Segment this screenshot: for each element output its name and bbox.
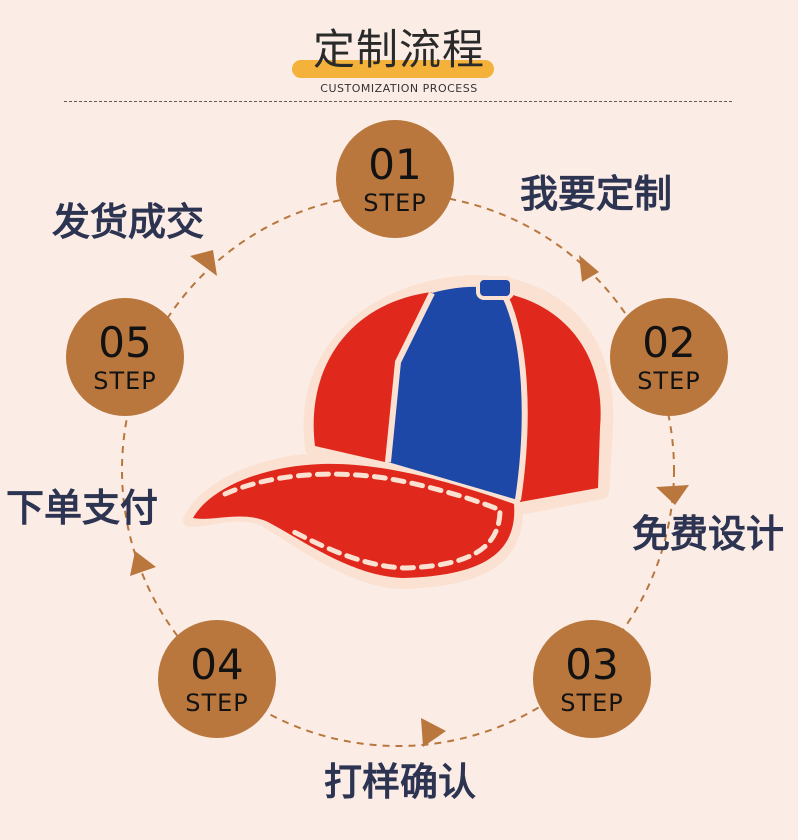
arrow-icon xyxy=(130,551,156,576)
page-subtitle: CUSTOMIZATION PROCESS xyxy=(320,82,478,95)
arrow-icon xyxy=(421,718,446,747)
header-divider xyxy=(64,101,732,102)
step-circle-03: 03 STEP xyxy=(533,620,651,738)
step-number: 04 xyxy=(190,640,244,689)
step-word: STEP xyxy=(185,689,249,717)
step-word: STEP xyxy=(560,689,624,717)
arrow-icon xyxy=(190,250,217,276)
step-label-05: 发货成交 xyxy=(52,199,205,244)
step-circle-02: 02 STEP xyxy=(610,298,728,416)
step-number: 02 xyxy=(642,318,696,367)
arrow-icon xyxy=(656,485,689,505)
page-title: 定制流程 xyxy=(312,25,485,74)
step-circle-01: 01 STEP xyxy=(336,120,454,238)
step-label-03: 打样确认 xyxy=(324,759,477,804)
step-label-04: 下单支付 xyxy=(6,485,159,530)
step-circle-05: 05 STEP xyxy=(66,298,184,416)
step-circle-04: 04 STEP xyxy=(158,620,276,738)
arrow-icon xyxy=(579,255,599,282)
step-label-01: 我要定制 xyxy=(520,171,673,216)
step-label-02: 免费设计 xyxy=(632,511,785,556)
header: 定制流程 CUSTOMIZATION PROCESS xyxy=(0,0,798,100)
step-word: STEP xyxy=(363,189,427,217)
cap-icon xyxy=(183,274,614,589)
step-number: 03 xyxy=(565,640,619,689)
step-number: 05 xyxy=(98,318,152,367)
step-number: 01 xyxy=(368,140,422,189)
step-word: STEP xyxy=(93,367,157,395)
title-highlight-bar xyxy=(292,60,494,78)
step-word: STEP xyxy=(637,367,701,395)
